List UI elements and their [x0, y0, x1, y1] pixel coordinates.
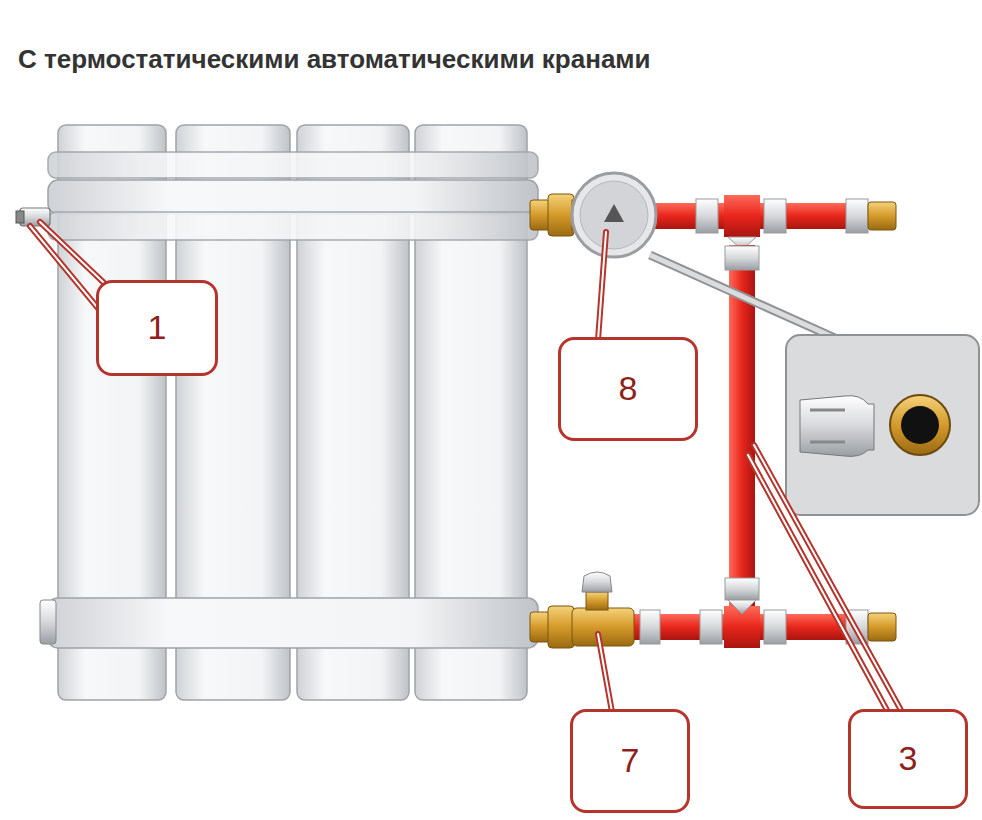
- thermostatic-valve: [572, 173, 656, 257]
- valve-inset: [786, 335, 979, 515]
- callout-number: 8: [619, 370, 638, 407]
- callout-box: 3: [848, 709, 968, 809]
- inset-leader: [650, 255, 835, 338]
- callout-box: 8: [558, 337, 698, 441]
- inset-leader: [650, 255, 835, 338]
- callout-number: 3: [899, 740, 918, 777]
- radiator: [48, 125, 538, 700]
- callout-number: 7: [621, 742, 640, 779]
- plug: [40, 600, 56, 644]
- supply-pipe: [650, 195, 896, 250]
- leader-line: [30, 222, 902, 712]
- top-fitting: [530, 194, 574, 236]
- callout-box: 1: [96, 280, 218, 376]
- diagram-title: С термостатическими автоматическими кран…: [18, 44, 651, 75]
- callout-number: 1: [148, 309, 167, 346]
- callout-box: 7: [570, 709, 690, 813]
- lockshield-valve: [572, 572, 634, 646]
